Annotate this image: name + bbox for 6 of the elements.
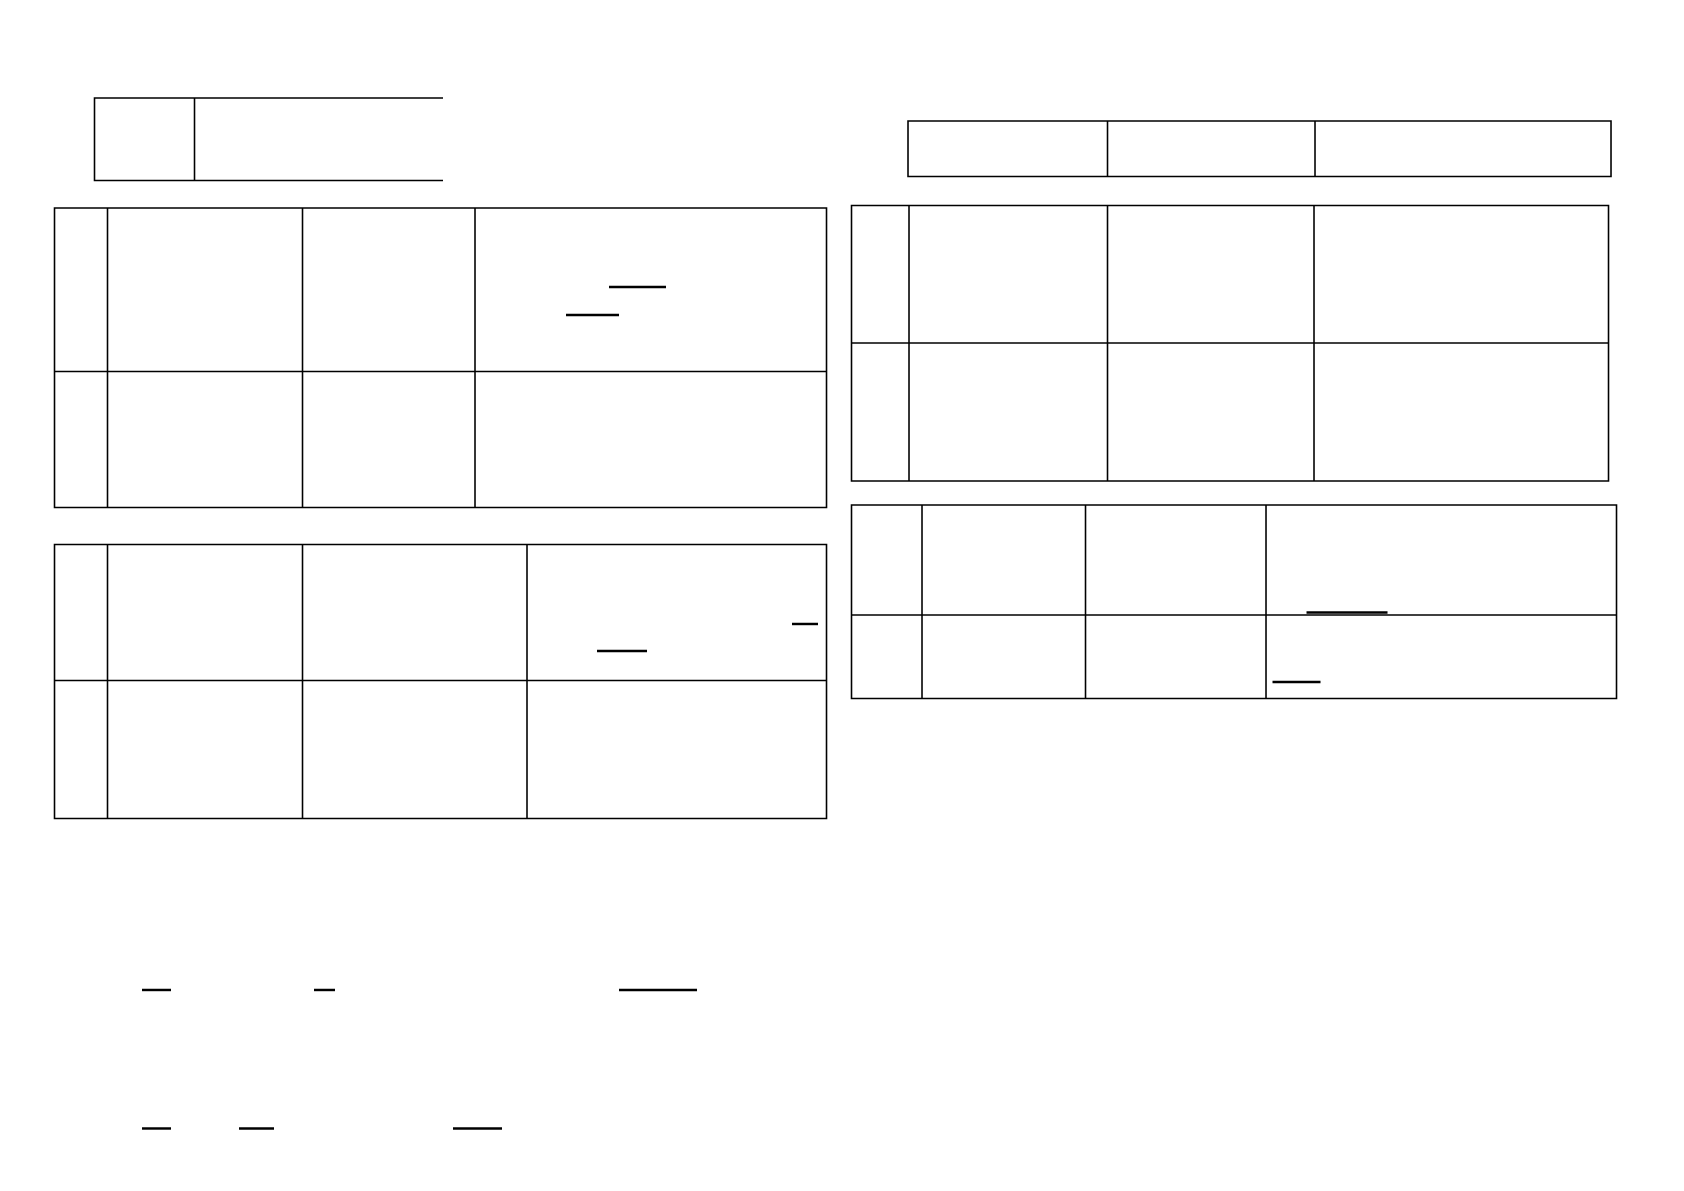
table-grid [53, 543, 828, 820]
table-grid [850, 504, 1618, 700]
table-grid [93, 97, 444, 182]
table-grid [907, 120, 1612, 178]
table-grid [53, 207, 828, 509]
table-grid [850, 204, 1610, 482]
